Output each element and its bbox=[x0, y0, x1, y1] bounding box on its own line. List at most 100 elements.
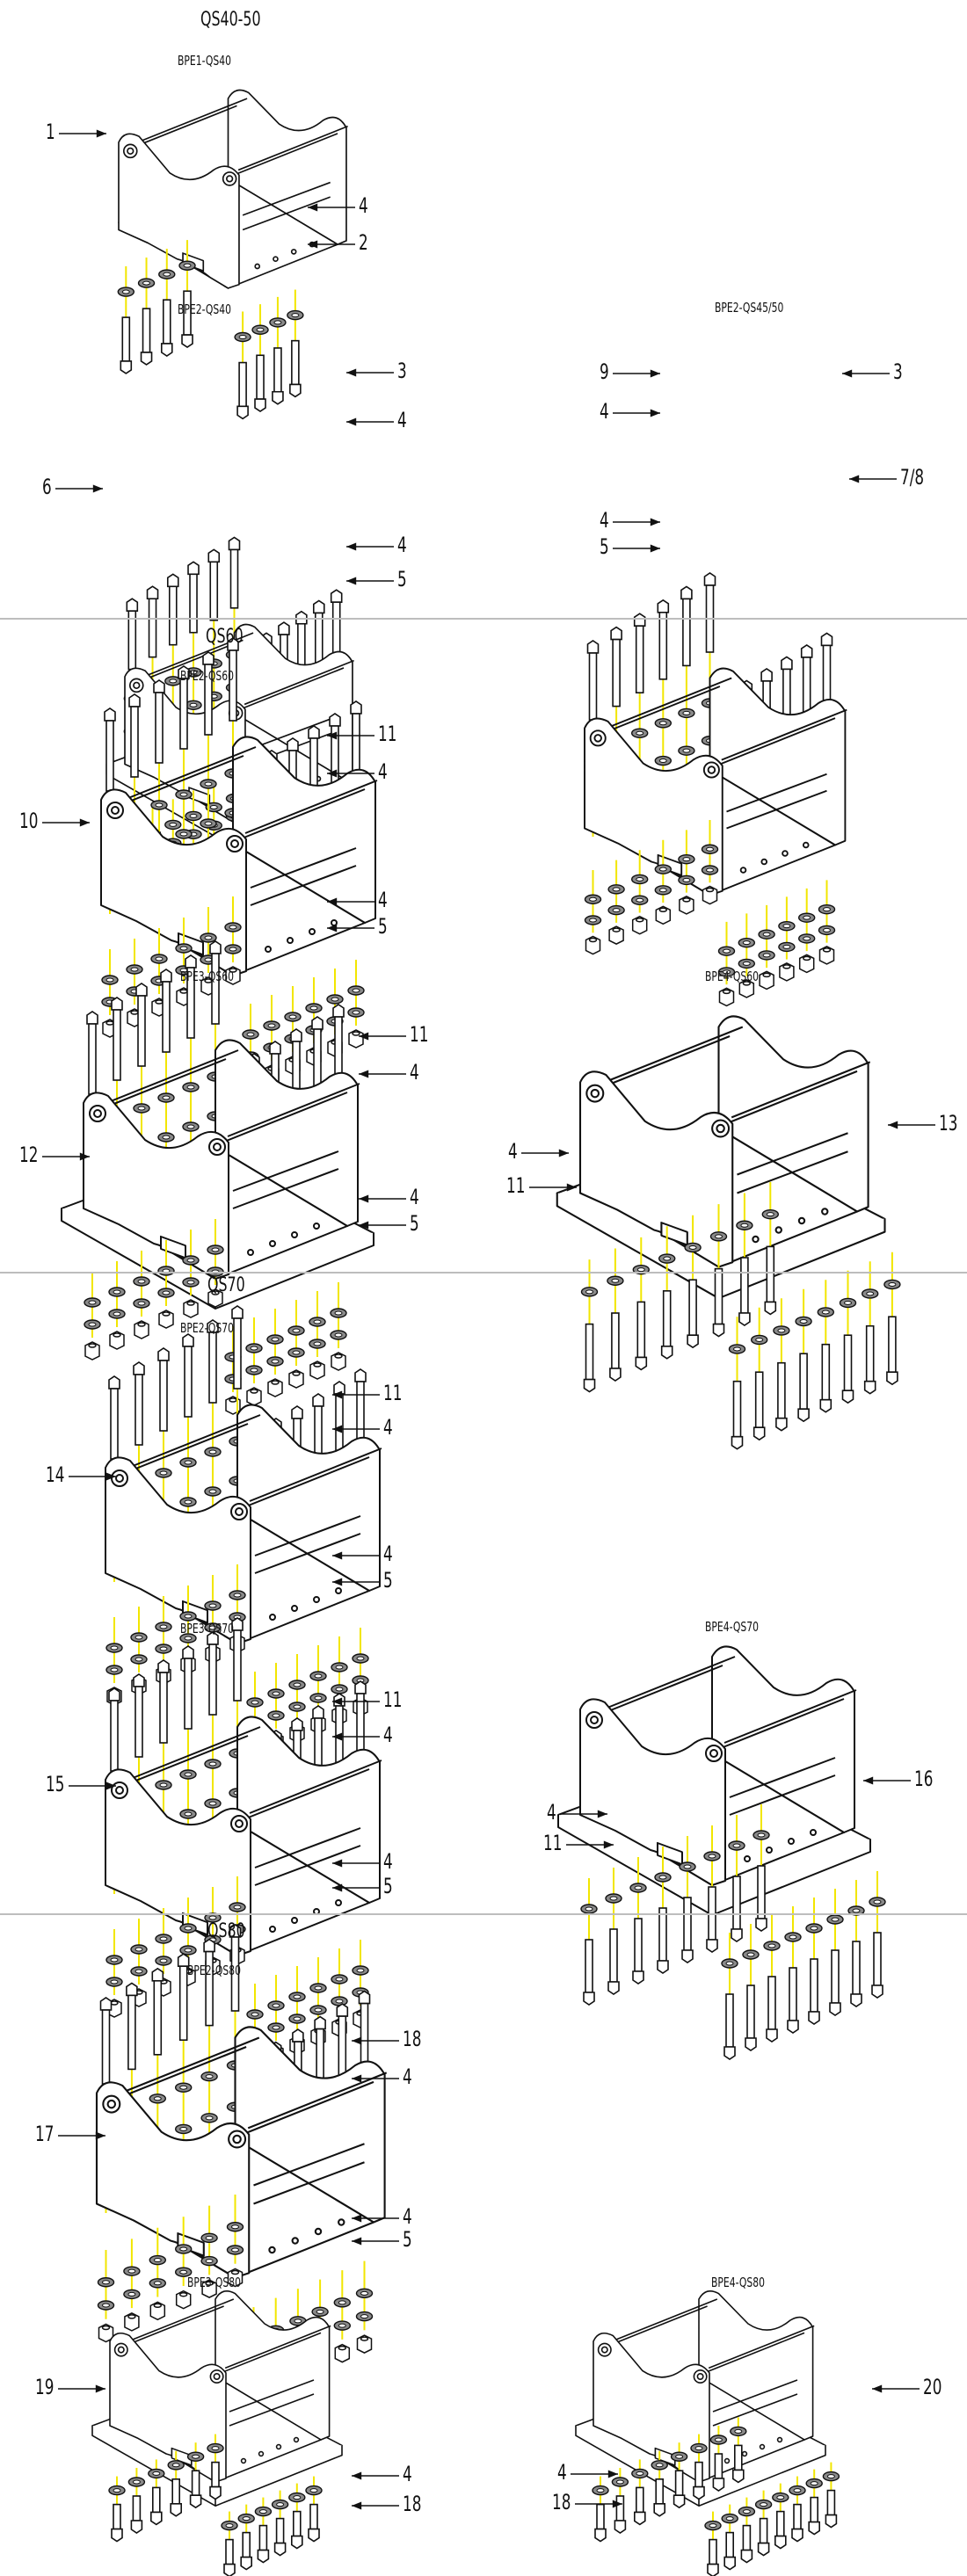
washer-icon bbox=[678, 853, 695, 865]
washer-icon bbox=[738, 2506, 756, 2517]
callout-number: 11 bbox=[383, 1381, 403, 1405]
washer-icon bbox=[157, 1092, 175, 1103]
bolt-icon bbox=[157, 1347, 170, 1432]
bolt-icon bbox=[745, 1985, 757, 2051]
washer-icon bbox=[175, 829, 193, 839]
section-title: QS70 bbox=[207, 1274, 245, 1296]
bolt-icon bbox=[774, 2510, 787, 2550]
bolt-icon bbox=[178, 665, 190, 750]
assembly-drawing bbox=[556, 1015, 901, 1450]
bolt-icon bbox=[207, 548, 221, 621]
callout-number: 20 bbox=[923, 2375, 942, 2399]
bolt-icon bbox=[120, 316, 133, 374]
washer-icon bbox=[157, 1266, 175, 1276]
bolt-icon bbox=[583, 1939, 595, 2006]
callout-number: 5 bbox=[383, 1874, 393, 1898]
washer-icon bbox=[182, 1121, 200, 1132]
bolt-icon bbox=[227, 637, 239, 722]
washer-icon bbox=[798, 933, 816, 944]
bolt-icon bbox=[850, 1941, 862, 2007]
washer-icon bbox=[862, 1288, 879, 1299]
washer-icon bbox=[200, 2255, 218, 2267]
callout-number: 4 bbox=[410, 1060, 419, 1085]
bolt-icon bbox=[657, 599, 670, 680]
bolt-icon bbox=[228, 536, 241, 609]
bolt-icon bbox=[203, 1938, 215, 2027]
bolt-icon bbox=[160, 299, 173, 357]
bolt-icon bbox=[723, 1993, 736, 2060]
washer-icon bbox=[611, 2477, 629, 2487]
bolt-icon bbox=[829, 1949, 841, 2016]
washer-icon bbox=[182, 1255, 200, 1266]
washer-icon bbox=[784, 1932, 802, 1942]
washer-icon bbox=[709, 1231, 728, 1242]
nut-icon bbox=[348, 1029, 364, 1049]
bolt-icon bbox=[764, 1245, 777, 1316]
washer-icon bbox=[205, 802, 222, 813]
assembly-drawing bbox=[557, 1645, 886, 2060]
section-title: QS80 bbox=[207, 1920, 245, 1942]
callout-number: 11 bbox=[378, 722, 397, 746]
callout-number: 4 bbox=[378, 759, 388, 784]
bolt-icon bbox=[797, 1353, 810, 1423]
washer-icon bbox=[305, 2485, 323, 2496]
bolt-icon bbox=[236, 361, 249, 420]
bolt-icon bbox=[126, 1982, 138, 2071]
washer-icon bbox=[684, 1242, 702, 1253]
section-divider bbox=[0, 618, 967, 620]
callout-number: 6 bbox=[42, 475, 52, 499]
bolt-icon bbox=[177, 1953, 190, 2041]
callout-number: 18 bbox=[403, 2492, 422, 2516]
bolt-icon bbox=[731, 1380, 744, 1450]
bolt-icon bbox=[863, 1324, 876, 1395]
bolt-icon bbox=[308, 2503, 320, 2543]
washer-icon bbox=[352, 1965, 369, 1976]
bolt-icon bbox=[787, 1967, 799, 2034]
washer-icon bbox=[204, 1600, 222, 1611]
bolt-icon bbox=[146, 585, 159, 658]
washer-icon bbox=[701, 865, 719, 875]
washer-icon bbox=[654, 864, 672, 874]
washer-icon bbox=[709, 2435, 728, 2445]
washer-icon bbox=[200, 932, 217, 943]
washer-icon bbox=[309, 2005, 327, 2015]
washer-icon bbox=[309, 1983, 327, 1993]
washer-icon bbox=[355, 2311, 374, 2322]
callout-number: 4 bbox=[383, 1415, 393, 1440]
nut-icon bbox=[798, 954, 815, 974]
washer-icon bbox=[204, 1447, 222, 1457]
bolt-icon bbox=[632, 1918, 644, 1985]
callout-number: 3 bbox=[893, 359, 903, 384]
washer-icon bbox=[331, 1996, 348, 2006]
nut-icon bbox=[149, 2301, 166, 2321]
quick-coupler-bracket bbox=[118, 89, 349, 289]
washer-icon bbox=[288, 2014, 306, 2024]
callout-number: 4 bbox=[600, 508, 609, 533]
washer-icon bbox=[717, 967, 736, 977]
washer-icon bbox=[284, 1012, 302, 1022]
bolt-icon bbox=[653, 2478, 665, 2517]
nut-icon bbox=[124, 2312, 140, 2332]
bolt-icon bbox=[182, 1333, 194, 1418]
washer-icon bbox=[355, 2288, 374, 2299]
washer-icon bbox=[204, 1759, 222, 1769]
washer-icon bbox=[207, 2442, 224, 2454]
bolt-icon bbox=[157, 1659, 170, 1744]
nut-icon bbox=[201, 2279, 217, 2298]
assembly-title: BPE2-QS60 bbox=[180, 668, 235, 684]
callout-number: 11 bbox=[410, 1022, 429, 1047]
washer-icon bbox=[805, 2478, 823, 2489]
washer-icon bbox=[654, 755, 672, 766]
bolt-icon bbox=[635, 1301, 648, 1371]
washer-icon bbox=[108, 1287, 126, 1297]
bolt-icon bbox=[202, 651, 214, 736]
washer-icon bbox=[164, 676, 182, 686]
bolt-icon bbox=[207, 1631, 219, 1716]
washer-icon bbox=[311, 2306, 329, 2318]
washer-icon bbox=[305, 1003, 323, 1013]
washer-icon bbox=[182, 1277, 200, 1288]
washer-icon bbox=[717, 946, 736, 956]
nut-icon bbox=[818, 946, 835, 965]
callout-number: 5 bbox=[600, 534, 609, 559]
washer-icon bbox=[200, 2113, 218, 2123]
